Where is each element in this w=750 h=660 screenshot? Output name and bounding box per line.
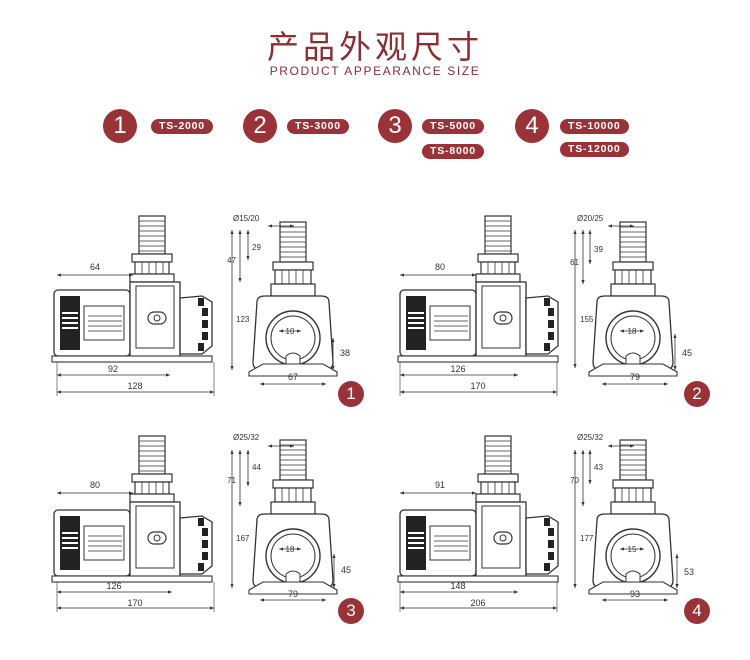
drawing-1-side-view: 64 92 128: [51, 215, 215, 396]
dim-4-body: 148: [450, 581, 465, 591]
drawing-2-front-view: Ø20/25 39 61 155 18 45 79: [570, 214, 692, 386]
dim-3-width: 79: [288, 589, 298, 599]
dim-2-inlet: 18: [628, 327, 637, 336]
dim-4-inlet: 15: [628, 545, 637, 554]
dim-4-width-top: 91: [435, 480, 445, 490]
dim-1-width-top: 64: [90, 262, 100, 272]
dim-2-outlet: Ø20/25: [577, 214, 604, 223]
legend-number-3: 3: [378, 109, 412, 143]
dim-1-inlet: 10: [286, 327, 295, 336]
drawing-badge-4: 4: [684, 598, 710, 624]
dim-3-center: 45: [341, 565, 351, 575]
model-label-ts-10000: TS-10000: [560, 119, 629, 134]
page-subtitle: PRODUCT APPEARANCE SIZE: [269, 64, 481, 78]
dim-1-total: 128: [127, 381, 142, 391]
dim-1-width: 67: [288, 372, 298, 382]
dim-4-center: 53: [684, 567, 694, 577]
dim-2-body: 126: [450, 364, 465, 374]
model-label-ts-3000: TS-3000: [287, 119, 349, 134]
dim-1-outlet: Ø15/20: [233, 214, 260, 223]
dim-2-width-top: 80: [435, 262, 445, 272]
dim-1-height: 123: [236, 315, 250, 324]
drawing-3-front-view: Ø25/32 44 71 167 18 45 79: [227, 433, 351, 602]
legend-number-1: 1: [103, 109, 137, 143]
model-label-ts-8000: TS-8000: [422, 144, 484, 159]
drawing-badge-2: 2: [684, 381, 710, 407]
drawing-1-front-view: Ø15/20 29 47 123 10 38 67: [227, 214, 350, 386]
dim-4-outlet: Ø25/32: [577, 433, 604, 442]
model-label-ts-12000: TS-12000: [560, 142, 629, 157]
model-label-ts-5000: TS-5000: [422, 119, 484, 134]
dim-4-d1: 43: [594, 463, 603, 472]
dim-2-total: 170: [470, 381, 485, 391]
dim-3-d1: 44: [252, 463, 261, 472]
dim-2-d1: 39: [594, 245, 603, 254]
dim-2-center: 45: [682, 348, 692, 358]
dim-4-height: 177: [580, 534, 594, 543]
dim-2-width: 79: [630, 372, 640, 382]
drawing-2-side-view: 80 126 170: [397, 215, 559, 396]
dim-4-total: 206: [470, 598, 485, 608]
dim-3-height: 167: [236, 534, 250, 543]
dim-1-d1: 29: [252, 243, 261, 252]
drawing-4-side-view: 91 148 206: [397, 435, 559, 612]
dim-3-width-top: 80: [90, 480, 100, 490]
dim-3-total: 170: [127, 598, 142, 608]
legend-number-4: 4: [515, 109, 549, 143]
drawing-4-front-view: Ø25/32 43 70 177 15 53 93: [570, 433, 694, 602]
legend-number-2: 2: [243, 109, 277, 143]
model-label-ts-2000: TS-2000: [151, 119, 213, 134]
dim-1-center: 38: [340, 348, 350, 358]
dim-4-width: 93: [630, 589, 640, 599]
dim-1-body: 92: [108, 364, 118, 374]
drawing-badge-3: 3: [338, 598, 364, 624]
dim-2-height: 155: [580, 315, 594, 324]
page-title: 产品外观尺寸: [266, 28, 483, 66]
drawing-3-side-view: 80 126 170: [51, 435, 215, 612]
drawing-badge-1: 1: [338, 381, 364, 407]
dim-3-outlet: Ø25/32: [233, 433, 260, 442]
dim-3-inlet: 18: [286, 545, 295, 554]
dim-3-body: 126: [106, 581, 121, 591]
